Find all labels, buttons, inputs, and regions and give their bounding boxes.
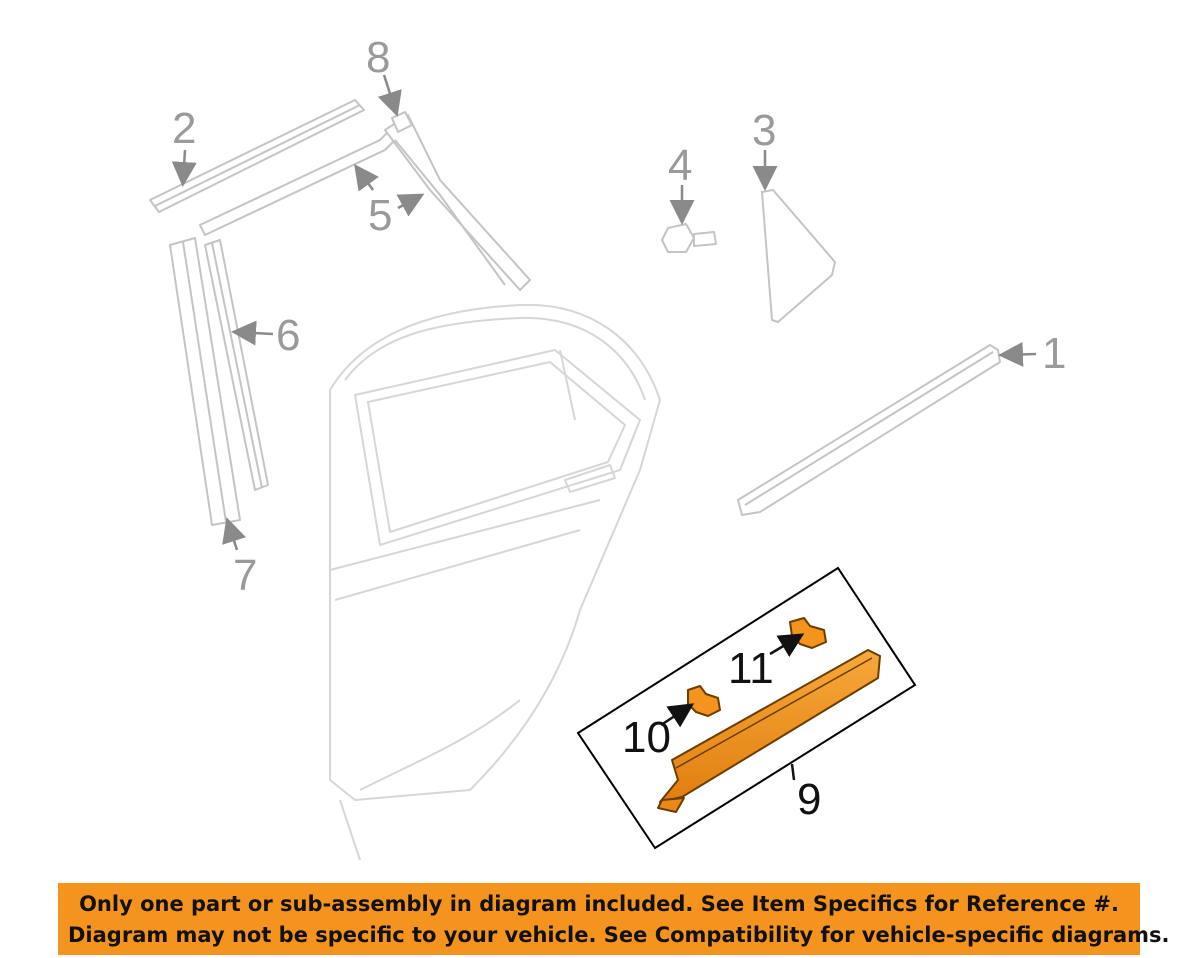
part-7-pillar-molding <box>169 237 241 526</box>
callout-9: 9 <box>797 775 821 824</box>
callout-7: 7 <box>233 551 257 600</box>
leader-lines <box>171 74 1037 781</box>
callout-4: 4 <box>668 141 692 190</box>
part-1-belt-molding <box>737 344 1001 516</box>
callout-10: 10 <box>622 713 671 762</box>
rear-door-outline <box>329 303 661 861</box>
callout-11: 11 <box>728 644 774 693</box>
parts-diagram: 1 2 3 4 5 6 7 8 9 10 11 <box>149 33 1066 861</box>
part-6-pillar-molding <box>204 239 269 491</box>
disclaimer-line-2: Diagram may not be specific to your vehi… <box>68 923 1170 947</box>
part-3-applique <box>761 189 836 323</box>
callout-5: 5 <box>368 191 392 240</box>
callout-3: 3 <box>752 106 776 155</box>
callout-labels: 1 2 3 4 5 6 7 8 9 10 11 <box>172 33 1066 824</box>
disclaimer-banner: Only one part or sub-assembly in diagram… <box>58 883 1170 955</box>
part-5-frame-molding <box>199 114 531 291</box>
part-4-bolt <box>661 223 717 253</box>
callout-8: 8 <box>366 33 390 82</box>
callout-1: 1 <box>1042 329 1066 378</box>
callout-2: 2 <box>172 104 196 153</box>
disclaimer-line-1: Only one part or sub-assembly in diagram… <box>79 892 1119 916</box>
part-9-molding <box>657 649 881 813</box>
highlight-box <box>576 566 917 850</box>
callout-6: 6 <box>276 311 300 360</box>
part-2-molding <box>149 99 365 213</box>
